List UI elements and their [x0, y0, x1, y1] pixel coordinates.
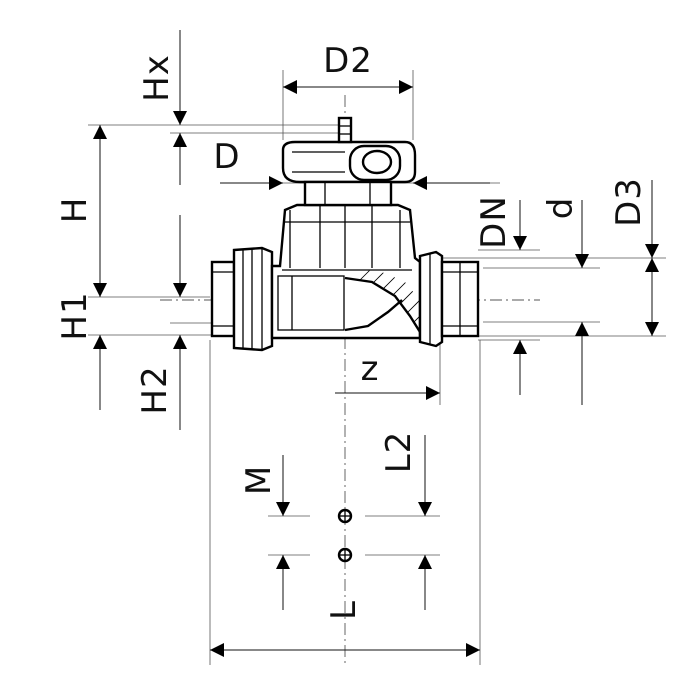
label-h2: H2: [135, 365, 175, 414]
label-m: M: [239, 465, 279, 495]
dimension-lines: [93, 30, 659, 657]
label-d: D: [213, 137, 240, 177]
label-l2: L2: [379, 431, 419, 474]
label-dn: DN: [474, 195, 514, 249]
dimension-labels: Hx D2 D H DN d D3 H1 z H2 M L2 L: [55, 41, 649, 620]
valve-body: [210, 116, 480, 563]
label-z: z: [361, 349, 380, 389]
label-d2: D2: [323, 41, 373, 81]
label-d3: D3: [609, 177, 649, 227]
label-h: H: [55, 197, 95, 224]
label-d-small: d: [541, 197, 581, 220]
label-hx: Hx: [137, 54, 177, 102]
label-l: L: [324, 600, 364, 620]
label-h1: H1: [55, 291, 95, 340]
